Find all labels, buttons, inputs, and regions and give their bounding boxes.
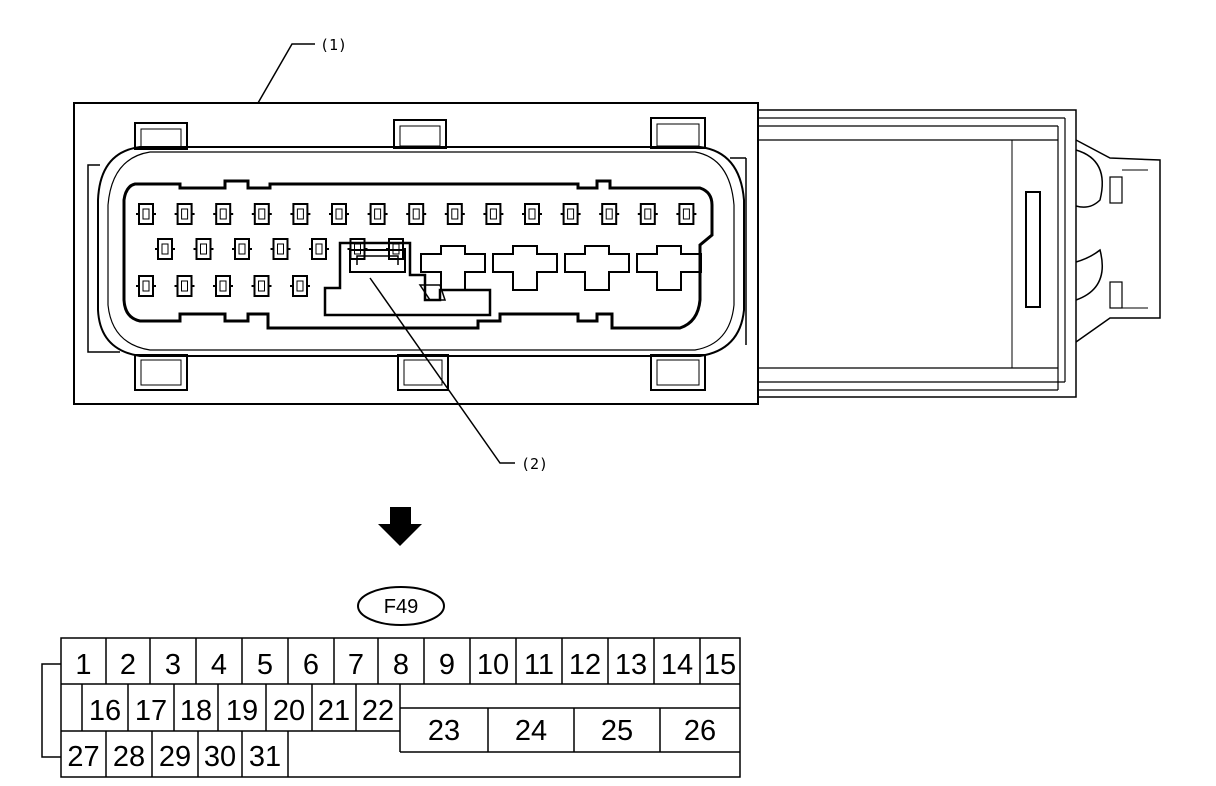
callout-leaders [257, 43, 515, 464]
pin-cavity-7 [367, 203, 388, 225]
pin-label-24: 24 [515, 715, 547, 747]
pin-table [41, 637, 741, 778]
pin-label-30: 30 [204, 741, 236, 773]
pin-label-17: 17 [135, 695, 167, 727]
pin-cavity-5 [290, 203, 311, 225]
pin-label-5: 5 [257, 649, 273, 681]
pin-label-23: 23 [428, 715, 460, 747]
callout-1-label: (1) [320, 36, 347, 54]
pin-label-16: 16 [89, 695, 121, 727]
pin-cavity-11 [522, 203, 542, 225]
pin-cavity-16 [155, 238, 175, 260]
pin-cavity-31 [290, 275, 310, 297]
pin-cavity-10 [483, 203, 504, 225]
pin-label-13: 13 [615, 649, 647, 681]
connector-id-label: F49 [384, 596, 418, 618]
pin-label-20: 20 [273, 695, 305, 727]
terminal-retainer [323, 241, 492, 317]
pin-table-dividers [81, 638, 701, 777]
pin-label-10: 10 [477, 649, 509, 681]
pin-label-28: 28 [113, 741, 145, 773]
pin-label-27: 27 [67, 741, 99, 773]
pin-cavities [136, 203, 697, 297]
pin-cavity-19 [270, 238, 291, 260]
pin-label-3: 3 [165, 649, 181, 681]
pin-label-18: 18 [180, 695, 212, 727]
pin-label-8: 8 [393, 649, 409, 681]
down-arrow-icon [378, 507, 422, 546]
pin-cavity-14 [637, 203, 658, 225]
pin-label-14: 14 [661, 649, 693, 681]
pin-cavity-12 [560, 203, 581, 225]
pin-label-29: 29 [159, 741, 191, 773]
pin-cavity-25 [564, 245, 630, 291]
pin-label-15: 15 [704, 649, 736, 681]
pin-label-6: 6 [303, 649, 319, 681]
pin-label-26: 26 [684, 715, 716, 747]
pin-label-11: 11 [524, 649, 554, 681]
connector-housing [73, 102, 1161, 405]
pin-label-1: 1 [75, 649, 91, 681]
pin-cavity-2 [174, 203, 195, 225]
pin-cavity-30 [251, 275, 272, 297]
pin-cavity-18 [232, 238, 252, 260]
pin-cavity-28 [174, 275, 195, 297]
pin-label-4: 4 [211, 649, 227, 681]
pin-cavity-1 [136, 203, 156, 225]
pin-cavity-4 [251, 203, 272, 225]
pin-label-21: 21 [318, 695, 350, 727]
pin-cavity-6 [329, 203, 349, 225]
pin-cavity-13 [599, 203, 620, 225]
power-pin-cavities [420, 245, 702, 291]
pin-cavity-3 [213, 203, 234, 225]
pin-label-19: 19 [226, 695, 258, 727]
pin-cavity-9 [444, 203, 465, 225]
pin-label-25: 25 [601, 715, 633, 747]
pin-cavity-24 [492, 245, 558, 291]
callout-2-label: (2) [521, 455, 548, 473]
pin-label-12: 12 [569, 649, 601, 681]
pin-label-9: 9 [439, 649, 455, 681]
pin-cavity-27 [136, 275, 156, 297]
pin-cavity-23 [420, 245, 486, 291]
pin-label-7: 7 [348, 649, 364, 681]
pin-cavity-17 [193, 238, 214, 260]
pin-cavity-20 [309, 238, 329, 260]
pin-label-2: 2 [120, 649, 136, 681]
pin-cavity-26 [636, 245, 702, 291]
pin-cavity-8 [406, 203, 427, 225]
pin-label-22: 22 [362, 695, 394, 727]
pin-cavity-29 [213, 275, 233, 297]
pin-cavity-15 [676, 203, 697, 225]
connector-id-oval [357, 586, 445, 626]
pin-label-31: 31 [249, 741, 281, 773]
